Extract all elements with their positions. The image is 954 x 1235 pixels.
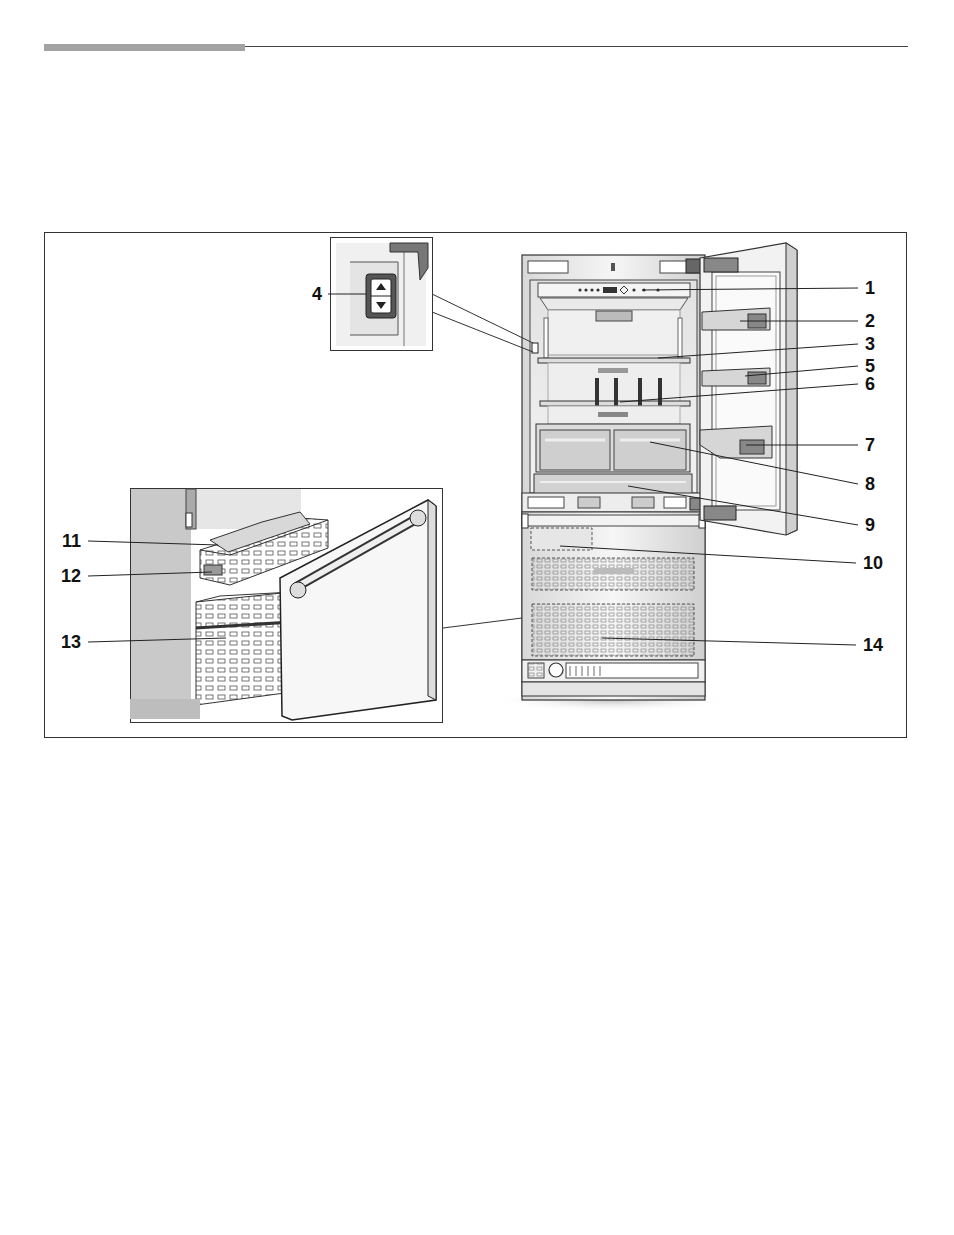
callout-number: 6 bbox=[864, 375, 876, 393]
leader-lines bbox=[88, 288, 858, 645]
callout-number: 8 bbox=[864, 475, 876, 493]
figure-frame bbox=[45, 233, 907, 738]
callout-number: 12 bbox=[60, 567, 82, 585]
header-rule bbox=[245, 46, 908, 47]
callout-number: 9 bbox=[864, 516, 876, 534]
callout-number: 14 bbox=[862, 636, 884, 654]
callout-number: 5 bbox=[864, 357, 876, 375]
callout-number: 2 bbox=[864, 312, 876, 330]
refrigerator bbox=[522, 255, 706, 700]
callout-number: 7 bbox=[864, 436, 876, 454]
callout-number: 13 bbox=[60, 633, 82, 651]
button-inset bbox=[331, 238, 534, 353]
callout-number: 11 bbox=[61, 532, 82, 550]
callout-number: 4 bbox=[311, 285, 323, 303]
callout-number: 10 bbox=[862, 554, 884, 572]
callout-number: 3 bbox=[864, 335, 876, 353]
freezer-drawer-inset bbox=[130, 489, 522, 723]
header-bar bbox=[44, 44, 245, 51]
callout-number: 1 bbox=[864, 279, 876, 297]
refrigerator-door bbox=[700, 243, 797, 535]
